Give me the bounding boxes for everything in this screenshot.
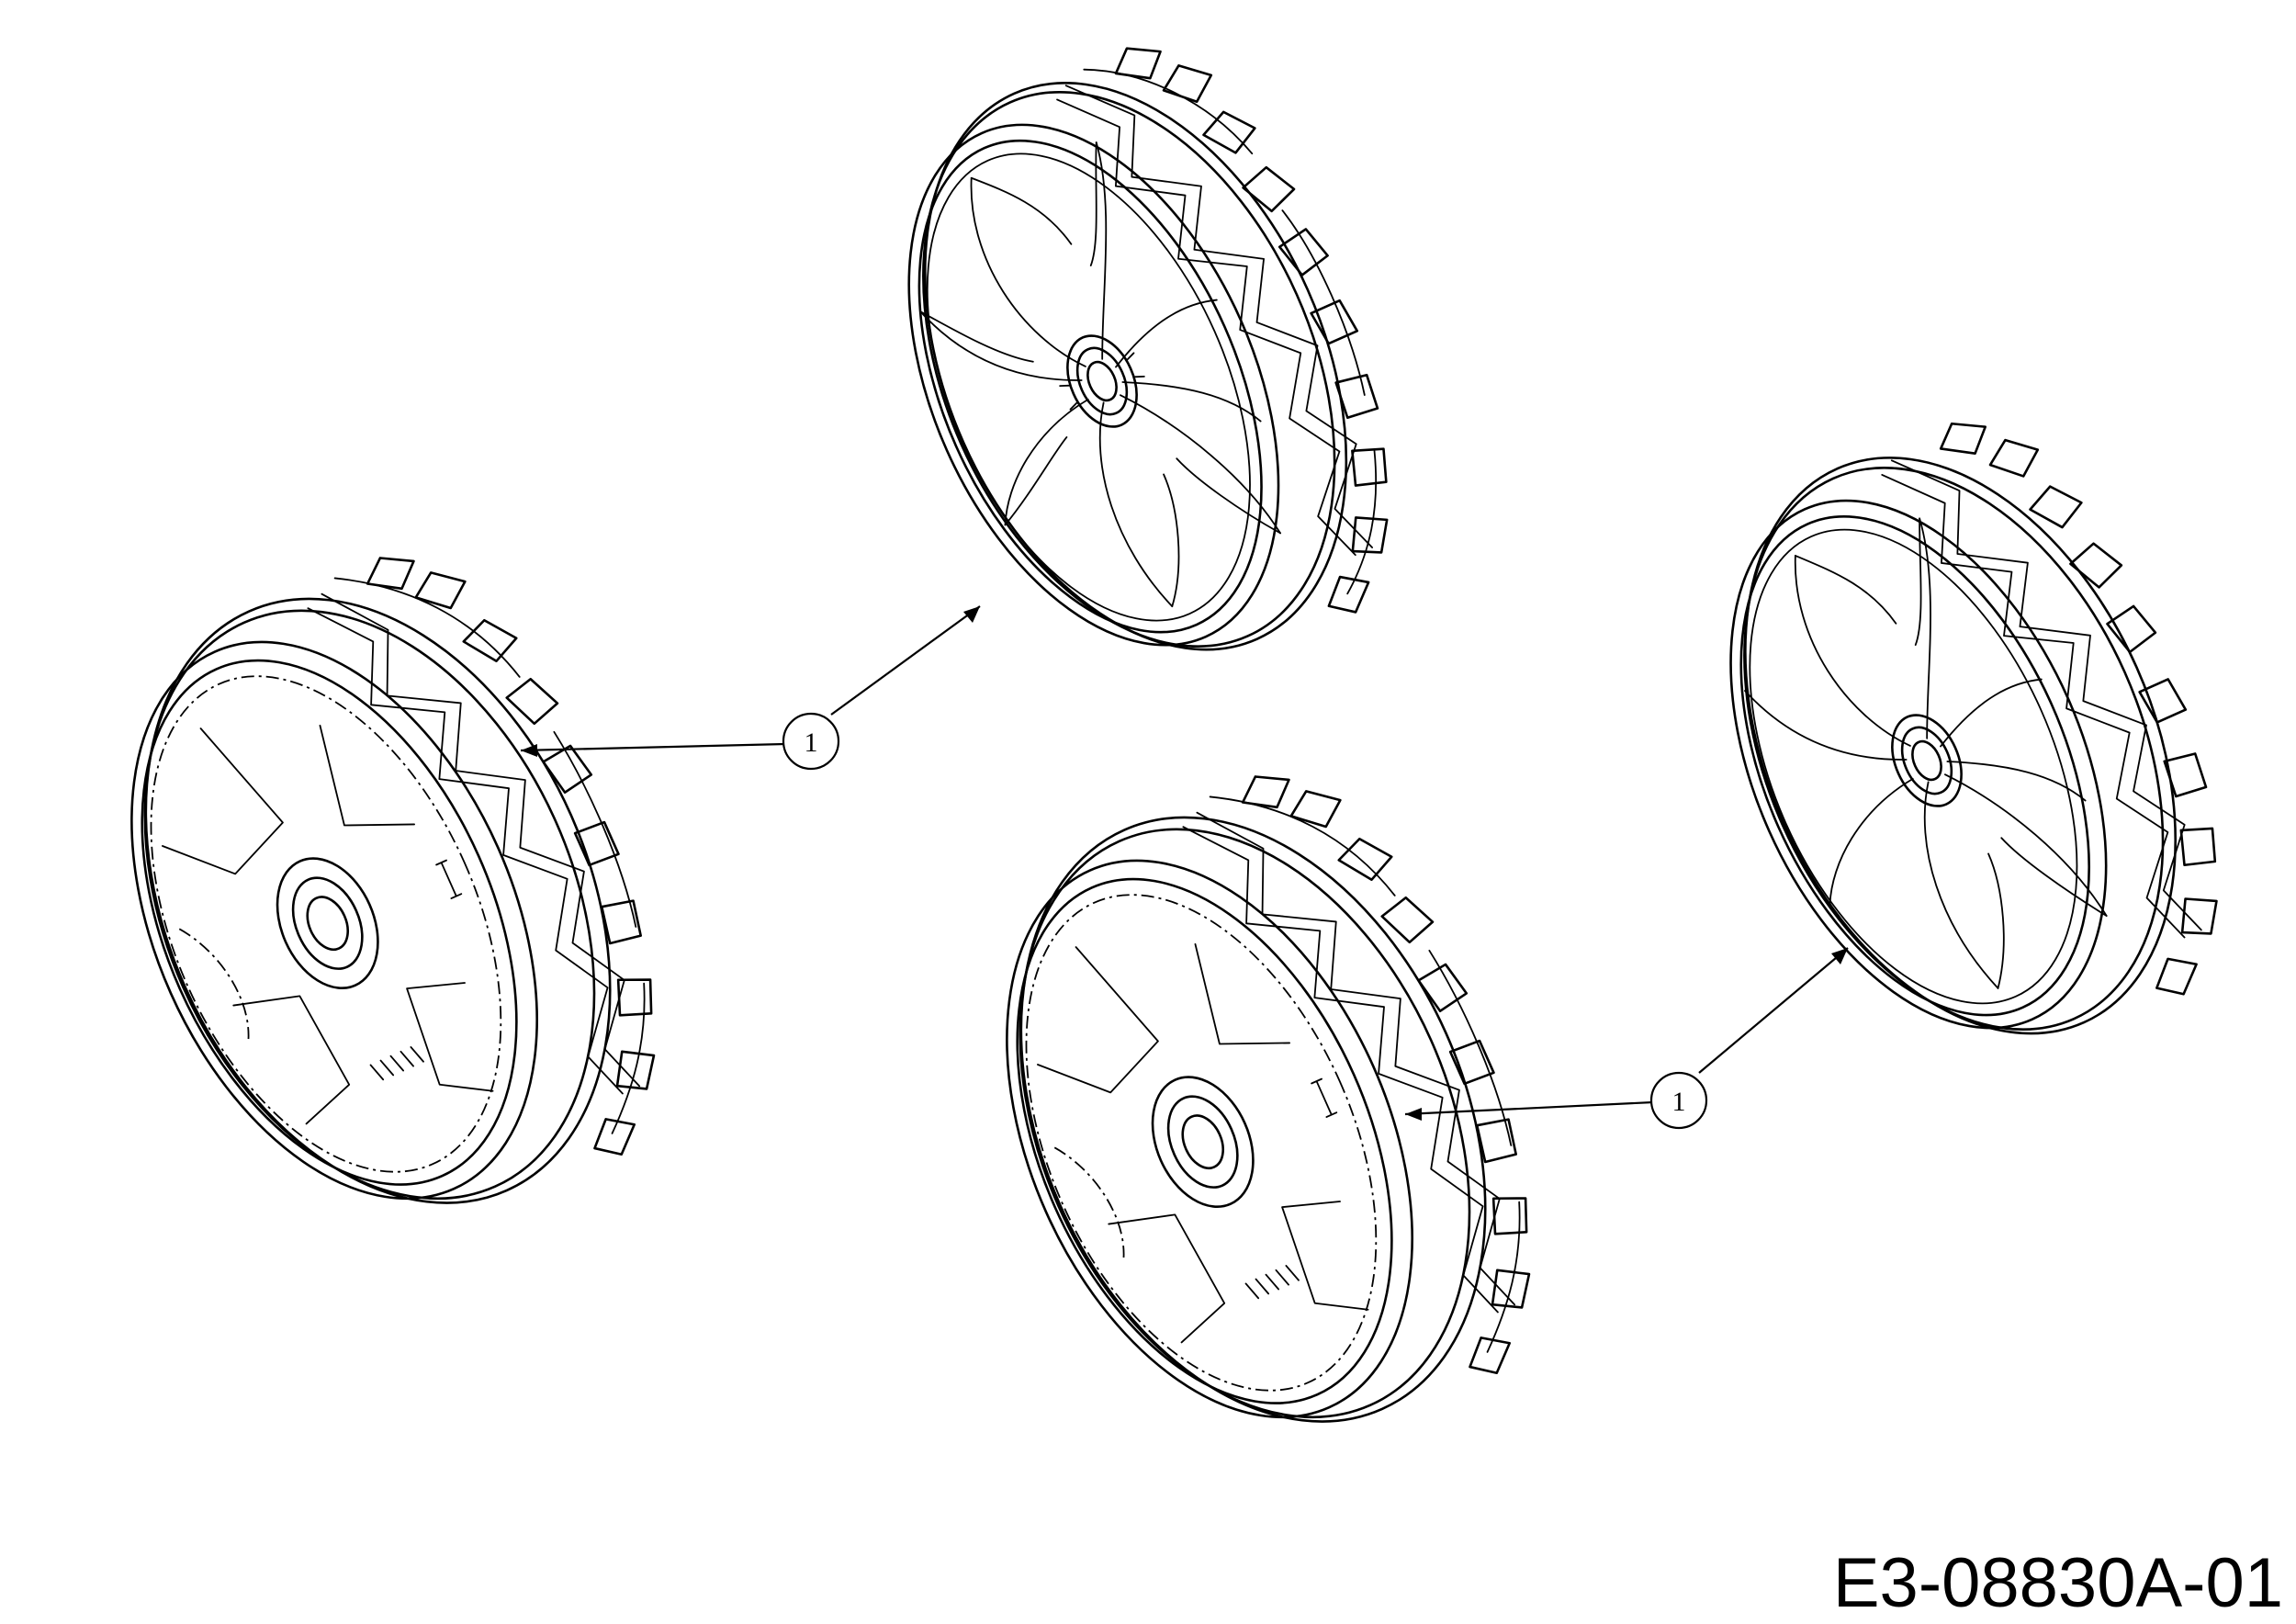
leader-line-left-wheel: [520, 742, 786, 752]
leader-line-top-wheel: [830, 605, 981, 716]
drawing-number: E3-08830A-01: [1832, 1544, 2283, 1622]
wheel-cap: [1037, 942, 1369, 1344]
tread-lugs: [1881, 422, 2218, 996]
leader-line-right-wheel: [1698, 947, 1849, 1074]
arrowhead: [521, 744, 537, 757]
callout-number: 1: [805, 727, 818, 758]
callout-1-lower: 1: [1404, 947, 1849, 1130]
wheel-left: [130, 557, 656, 1204]
arrowhead: [1405, 1108, 1422, 1121]
arrowhead: [1831, 948, 1848, 964]
wheel-hub: [276, 857, 379, 990]
callout-bubble: [782, 712, 840, 771]
callout-1-upper: 1: [520, 605, 981, 771]
tread-lugs: [1056, 47, 1389, 614]
wheel-top: [907, 47, 1389, 651]
wheel-hub: [1059, 334, 1145, 428]
wheel-cap: [162, 724, 494, 1125]
tread-lugs: [307, 557, 656, 1156]
wheel-hub: [1151, 1076, 1255, 1209]
arrowhead: [963, 606, 980, 623]
wheel-hub: [1891, 714, 1963, 807]
callout-number: 1: [1672, 1087, 1686, 1117]
callout-bubble: [1649, 1071, 1708, 1130]
tread-lugs: [1182, 775, 1531, 1375]
wheel-spokes: [1744, 517, 2108, 989]
wheel-right: [1729, 422, 2218, 1035]
leader-line-bottom-wheel: [1404, 1100, 1654, 1116]
wheel-spokes: [919, 141, 1281, 608]
wheel-bottom: [1006, 775, 1531, 1423]
